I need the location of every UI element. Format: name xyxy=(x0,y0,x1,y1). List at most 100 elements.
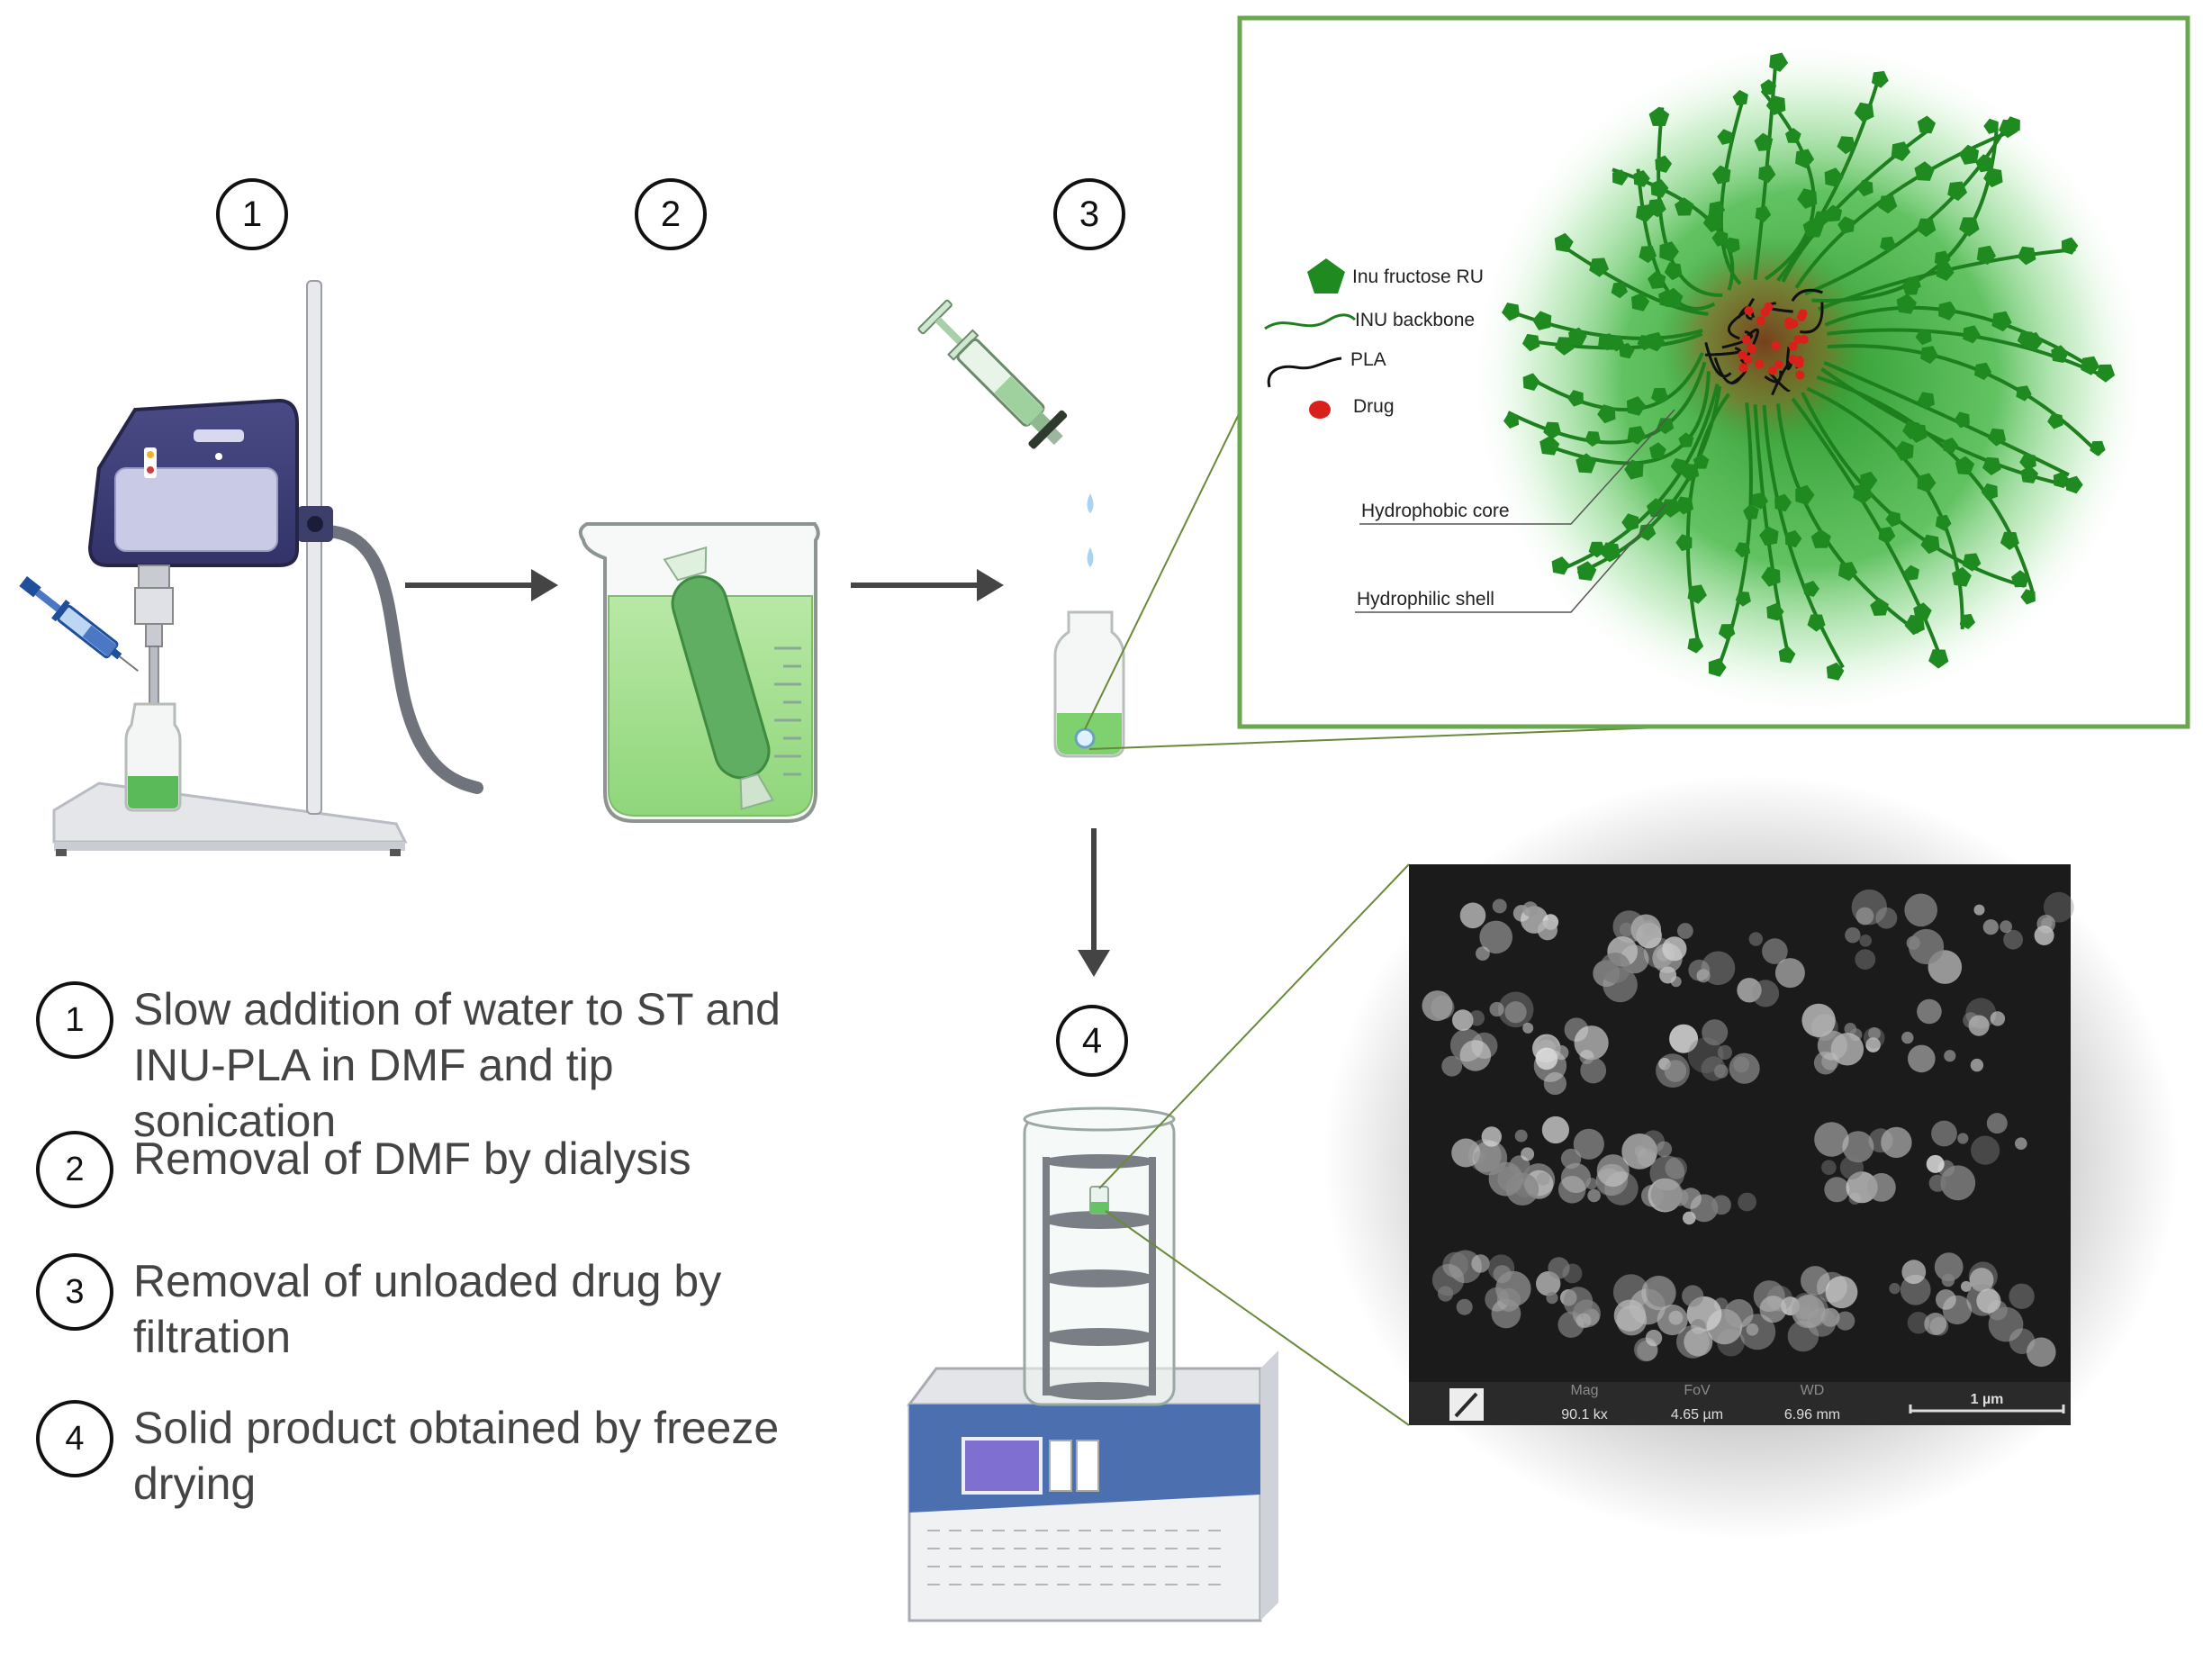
fructose-unit xyxy=(1687,637,1704,654)
drug-molecule xyxy=(1756,316,1765,326)
fructose-unit xyxy=(1723,237,1740,254)
fructose-unit xyxy=(1633,170,1650,187)
sem-particle xyxy=(1908,1044,1936,1073)
fructose-unit xyxy=(1662,287,1684,308)
fructose-unit xyxy=(1795,149,1815,168)
fructose-unit xyxy=(1755,205,1772,222)
sem-particle xyxy=(1488,1161,1523,1197)
fructose-unit xyxy=(1626,396,1646,416)
fructose-unit xyxy=(1920,534,1940,555)
hydrophilic-shell-label: Hydrophilic shell xyxy=(1357,589,1494,610)
sem-particle xyxy=(1800,1306,1812,1319)
sem-particle xyxy=(1865,1037,1881,1052)
fructose-unit xyxy=(1647,198,1666,218)
fructose-unit xyxy=(1810,528,1831,548)
pla-strand xyxy=(1800,302,1824,334)
fructose-unit xyxy=(1878,527,1896,544)
drug-molecule xyxy=(1794,356,1804,366)
sem-particle xyxy=(1473,1151,1486,1164)
sem-particle xyxy=(1968,1015,1990,1036)
fructose-unit xyxy=(1588,541,1606,558)
drug-molecule xyxy=(1788,341,1798,351)
sem-particle xyxy=(1662,936,1687,962)
fructose-unit xyxy=(1955,456,1975,475)
fructose-unit xyxy=(1784,529,1802,548)
sem-particle xyxy=(1585,1178,1598,1190)
fructose-unit xyxy=(1903,565,1919,581)
sem-particle xyxy=(1982,919,1999,935)
fructose-unit xyxy=(1824,167,1844,187)
legend-number: 4 xyxy=(36,1400,113,1477)
sem-particle xyxy=(1431,995,1455,1020)
fructose-unit xyxy=(2090,440,2106,456)
fructose-unit xyxy=(1735,591,1751,607)
fructose-unit xyxy=(1576,561,1597,581)
drug-molecule xyxy=(1755,359,1765,369)
legend-item-1: 1 Slow addition of water to ST and INU-P… xyxy=(36,981,781,1149)
fructose-unit xyxy=(2096,364,2116,383)
sem-particle xyxy=(1868,1027,1881,1040)
sem-particle xyxy=(1543,1071,1566,1096)
sem-particle xyxy=(1431,1263,1465,1296)
sem-particle xyxy=(1669,1024,1699,1053)
sem-particle xyxy=(1904,893,1937,927)
sem-particle xyxy=(1554,1045,1569,1061)
shell-callout-line xyxy=(1355,503,1666,613)
sem-particle xyxy=(1973,904,1985,916)
fructose-unit xyxy=(1660,499,1681,518)
fructose-unit xyxy=(1675,534,1693,552)
sem-particle xyxy=(1733,1056,1750,1073)
fructose-unit xyxy=(1959,217,1980,237)
sem-particle xyxy=(1649,1155,1685,1191)
fructose-unit xyxy=(1743,503,1759,520)
pla-strand xyxy=(1705,347,1742,357)
sem-particle xyxy=(1971,1135,2000,1165)
pla-strand xyxy=(1704,342,1732,378)
sem-particle xyxy=(1801,1003,1836,1038)
sem-particle xyxy=(1970,1058,1984,1072)
drug-molecule xyxy=(1798,309,1808,319)
drug-molecule xyxy=(1744,306,1754,316)
sem-particle xyxy=(1863,1027,1885,1049)
sem-particle xyxy=(1717,1044,1732,1060)
drug-molecule xyxy=(1741,335,1751,345)
fructose-unit xyxy=(1646,498,1666,518)
sem-particle xyxy=(1855,907,1874,926)
sem-particle xyxy=(1762,938,1788,964)
fructose-unit xyxy=(1981,483,1998,501)
sem-particle xyxy=(1986,1113,2008,1134)
sem-particle xyxy=(1580,1057,1607,1084)
fructose-unit xyxy=(1963,325,1981,344)
sem-particle xyxy=(1821,1052,1839,1070)
sem-particle xyxy=(2027,1337,2056,1368)
fructose-unit xyxy=(1878,195,1898,214)
sem-particle xyxy=(1961,1280,1972,1292)
fructose-unit xyxy=(1539,435,1560,456)
sem-particle xyxy=(1664,1060,1687,1082)
sem-particle xyxy=(1746,1323,1759,1336)
sem-particle xyxy=(1537,920,1557,941)
pla-label: PLA xyxy=(1350,349,1386,370)
sem-particle xyxy=(1944,1050,1956,1062)
fructose-unit xyxy=(1627,426,1647,445)
sem-particle xyxy=(1599,953,1631,984)
fructose-unit xyxy=(1943,438,1959,454)
sem-particle xyxy=(1824,1177,1850,1203)
drug-symbol xyxy=(1309,401,1331,419)
drug-molecule xyxy=(1795,370,1805,380)
fructose-unit xyxy=(1871,70,1889,88)
fructose-unit xyxy=(1555,337,1575,356)
fructose-unit xyxy=(1503,412,1520,429)
sem-particle xyxy=(1942,1295,1973,1325)
fructose-unit xyxy=(1952,566,1972,587)
sem-particle xyxy=(1817,1030,1847,1061)
fructose-unit xyxy=(1769,52,1789,72)
fructose-unit xyxy=(1664,262,1683,281)
sonicator-setup xyxy=(19,280,483,856)
fructose-unit xyxy=(1521,333,1540,352)
sem-particle xyxy=(1924,1313,1947,1335)
zoom-line-bottom xyxy=(1088,726,1684,750)
fructose-unit xyxy=(2011,570,2029,588)
fructose-unit xyxy=(1543,421,1562,439)
fructose-unit xyxy=(2020,589,2036,605)
